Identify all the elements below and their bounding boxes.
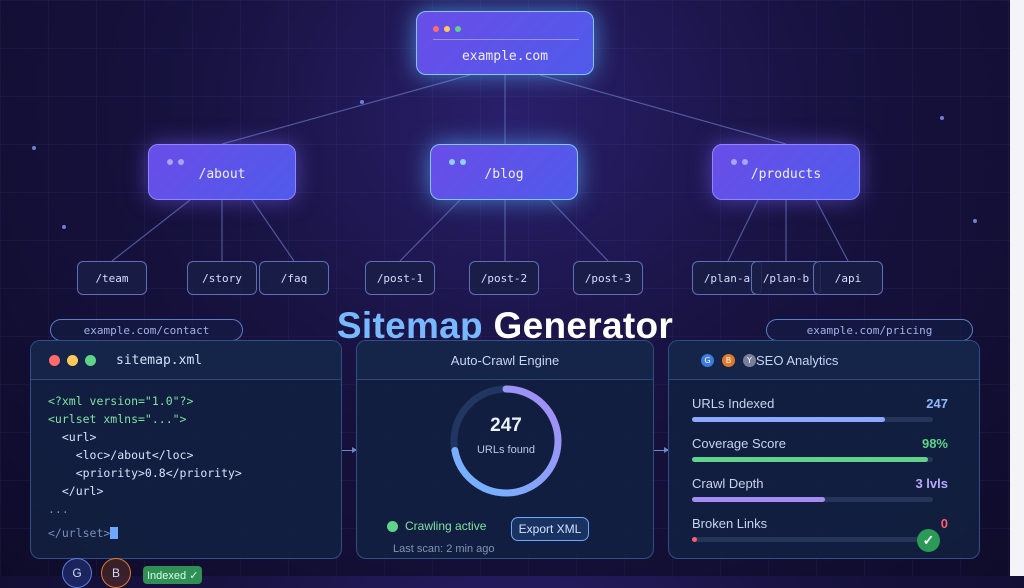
flow-arrow-icon xyxy=(342,447,357,453)
metric-urls-indexed: URLs Indexed 247 xyxy=(692,396,948,422)
url-pill-contact[interactable]: example.com/contact xyxy=(50,319,243,341)
metric-value: 3 lvls xyxy=(915,476,948,491)
sparkle xyxy=(973,219,977,223)
crawler-title: Auto-Crawl Engine xyxy=(450,352,560,368)
leaf-node[interactable]: /post-2 xyxy=(469,261,539,295)
status-text: Crawling active xyxy=(405,519,487,533)
metric-label: URLs Indexed xyxy=(692,396,775,411)
window-dots-icon xyxy=(433,26,461,32)
metric-coverage-score: Coverage Score 98% xyxy=(692,436,948,462)
crawl-engine-panel: Auto-Crawl Engine 247 URLs found Crawlin… xyxy=(356,340,654,559)
code-line: <urlset xmlns="..."> xyxy=(48,412,187,426)
window-dots-icon xyxy=(731,159,748,165)
metric-value: 247 xyxy=(926,396,948,411)
seo-analytics-panel: G B Y SEO Analytics URLs Indexed 247 Cove… xyxy=(668,340,980,559)
metric-label: Broken Links xyxy=(692,516,768,531)
google-icon: G xyxy=(62,558,92,588)
title-part-sitemap: Sitemap xyxy=(336,305,483,346)
check-icon: ✓ xyxy=(917,529,940,552)
branch-node-about[interactable]: /about xyxy=(148,144,296,200)
indexed-badge: Indexed ✓ xyxy=(143,566,203,584)
sitemap-editor-panel: sitemap.xml <?xml version="1.0"?> <urlse… xyxy=(30,340,342,559)
window-dots-icon xyxy=(167,159,184,165)
url-count-label: URLs found xyxy=(476,444,536,456)
status-dot-icon xyxy=(387,520,398,532)
code-line: <url> xyxy=(48,430,97,444)
metric-bar xyxy=(692,417,885,422)
frame-edge xyxy=(1010,0,1024,576)
xml-code[interactable]: <?xml version="1.0"?> <urlset xmlns="...… xyxy=(31,380,341,542)
flow-arrow-icon xyxy=(654,447,669,453)
sparkle xyxy=(360,100,364,104)
sparkle xyxy=(940,116,944,120)
bing-icon: B xyxy=(722,353,735,367)
title-part-generator: Generator xyxy=(493,305,674,346)
code-line: </urlset> xyxy=(48,526,111,540)
window-controls-icon xyxy=(49,354,96,366)
code-line: <?xml version="1.0"?> xyxy=(48,394,194,408)
text-cursor-icon xyxy=(110,527,119,539)
yahoo-icon: Y xyxy=(743,353,756,367)
branch-label: /products xyxy=(750,166,822,182)
root-label: example.com xyxy=(461,48,549,64)
leaf-node[interactable]: /plan-b xyxy=(751,261,821,295)
sparkle xyxy=(32,146,36,150)
leaf-node[interactable]: /post-1 xyxy=(365,261,435,295)
metric-bar xyxy=(692,497,825,502)
metric-crawl-depth: Crawl Depth 3 lvls xyxy=(692,476,948,502)
google-icon: G xyxy=(701,353,714,367)
root-node[interactable]: example.com xyxy=(416,11,594,75)
progress-arc xyxy=(450,385,562,497)
export-xml-button[interactable]: Export XML xyxy=(511,517,589,541)
page-title: Sitemap Generator xyxy=(0,305,1010,347)
leaf-node[interactable]: /story xyxy=(187,261,257,295)
search-engine-badges: G B Y xyxy=(701,353,764,367)
metric-bar xyxy=(692,537,697,542)
metric-bar xyxy=(692,457,929,462)
leaf-node[interactable]: /api xyxy=(813,261,883,295)
bing-icon: B xyxy=(101,558,131,588)
editor-filename: sitemap.xml xyxy=(116,352,203,368)
branch-label: /about xyxy=(198,166,246,182)
last-scan-text: Last scan: 2 min ago xyxy=(393,543,495,555)
url-pill-pricing[interactable]: example.com/pricing xyxy=(766,319,973,341)
crawl-progress-ring: 247 URLs found xyxy=(446,381,566,501)
editor-header: sitemap.xml xyxy=(31,341,341,380)
metric-broken-links: Broken Links 0 xyxy=(692,516,948,542)
branch-node-blog[interactable]: /blog xyxy=(430,144,578,200)
tree-connectors xyxy=(111,74,849,262)
metric-value: 0 xyxy=(940,516,948,531)
window-dots-icon xyxy=(449,159,466,165)
code-line: ... xyxy=(48,502,69,516)
analytics-header: G B Y SEO Analytics xyxy=(669,341,979,380)
sparkle xyxy=(62,225,66,229)
metric-value: 98% xyxy=(921,436,948,451)
analytics-title: SEO Analytics xyxy=(756,352,839,368)
branch-node-products[interactable]: /products xyxy=(712,144,860,200)
branch-label: /blog xyxy=(484,166,524,182)
code-line: </url> xyxy=(48,484,104,498)
code-line: <loc>/about</loc> xyxy=(48,448,194,462)
leaf-node[interactable]: /team xyxy=(77,261,147,295)
crawler-header: Auto-Crawl Engine xyxy=(357,341,653,380)
code-line: <priority>0.8</priority> xyxy=(48,466,242,480)
leaf-node[interactable]: /post-3 xyxy=(573,261,643,295)
metric-label: Crawl Depth xyxy=(692,476,764,491)
leaf-node[interactable]: /faq xyxy=(259,261,329,295)
metric-label: Coverage Score xyxy=(692,436,786,451)
leaf-node[interactable]: /plan-a xyxy=(692,261,762,295)
crawl-status: Crawling active xyxy=(387,519,486,533)
url-count: 247 xyxy=(490,415,522,436)
